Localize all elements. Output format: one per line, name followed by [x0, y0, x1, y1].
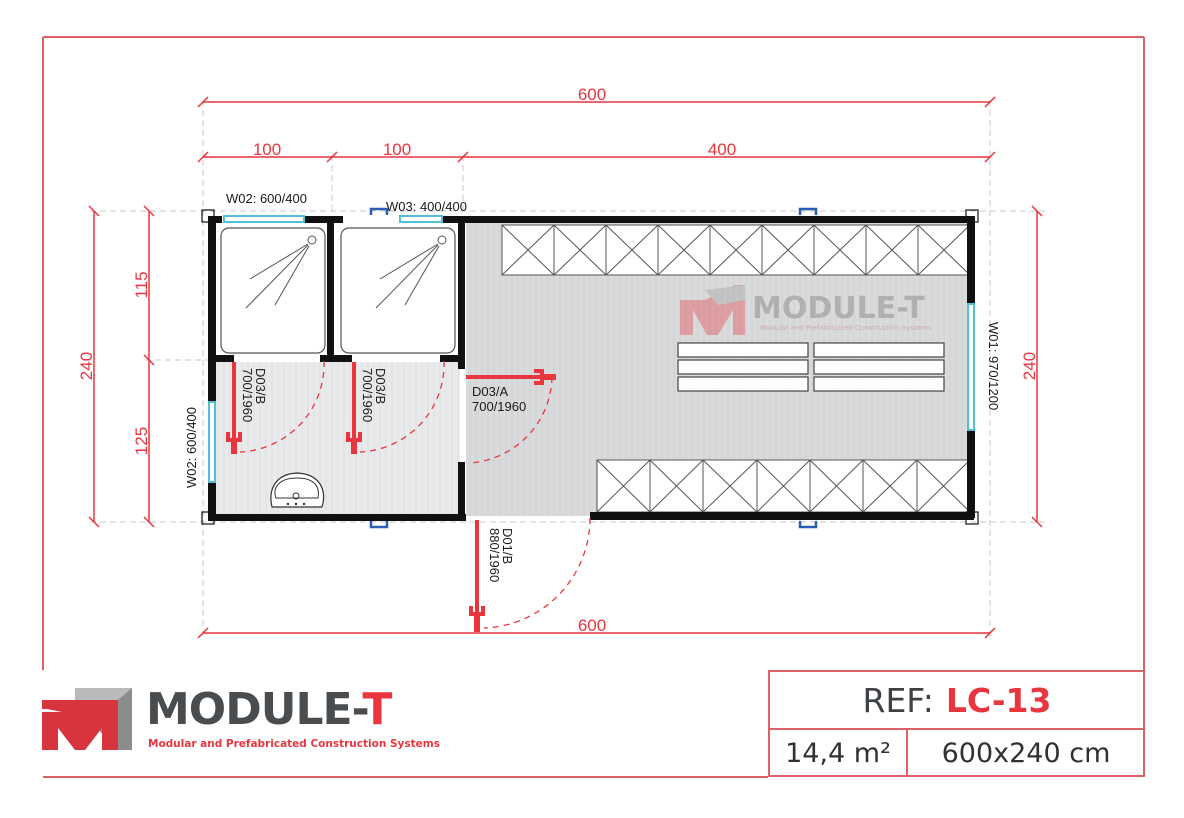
extension-lines [90, 100, 1045, 640]
corner-posts [201, 209, 979, 525]
lockers-top [501, 224, 971, 276]
dim-left-seg-2: 125 [132, 427, 151, 455]
dim-top-seg-2: 100 [383, 140, 411, 159]
washbasin-icon [270, 472, 325, 508]
dim-left-total: 240 [77, 352, 96, 380]
door-label-d01b: D01/B 880/1960 [487, 528, 515, 582]
door-swings [239, 360, 591, 629]
dim-top-total: 600 [578, 85, 606, 104]
watermark-logo: MODULE-T Modular and Prefabricated Const… [680, 285, 932, 335]
shower-1 [220, 227, 326, 354]
dim-bottom-total: 600 [578, 616, 606, 635]
svg-text:D03/B: D03/B [373, 368, 388, 404]
label-w03-top: W03: 400/400 [386, 199, 467, 214]
ref-code: LC-13 [945, 680, 1052, 720]
svg-text:D03/B: D03/B [253, 368, 268, 404]
svg-text:D03/A: D03/A [472, 384, 508, 399]
dim-left-seg-1: 115 [132, 271, 151, 298]
label-w02-top: W02: 600/400 [226, 191, 307, 206]
svg-text:700/1960: 700/1960 [472, 399, 526, 414]
brand-logo-mark [42, 688, 132, 750]
windows [208, 215, 975, 483]
lockers-bottom [596, 459, 971, 513]
door-label-d03b-1: D03/B 700/1960 [240, 368, 268, 422]
svg-text:700/1960: 700/1960 [360, 368, 375, 422]
brand-tagline: Modular and Prefabricated Construction S… [148, 738, 440, 750]
utility-connectors [369, 207, 818, 529]
svg-text:D01/B: D01/B [500, 528, 515, 564]
dim-top-seg-3: 400 [708, 140, 736, 159]
shower-2 [340, 227, 456, 354]
info-row: 14,4 m² 600x240 cm [770, 730, 1144, 777]
door-arrows [226, 362, 556, 632]
svg-text:700/1960: 700/1960 [240, 368, 255, 422]
ref-row: REF: LC-13 [770, 672, 1144, 730]
walls [208, 216, 975, 521]
washroom-floor [214, 362, 460, 516]
label-w02-left: W02: 600/400 [184, 407, 199, 488]
door-label-d03b-2: D03/B 700/1960 [360, 368, 388, 422]
label-w01-right: W01: 970/1200 [986, 322, 1001, 410]
svg-text:Modular and Prefabricated Cons: Modular and Prefabricated Construction S… [760, 324, 932, 332]
dimension-lines [88, 96, 1043, 639]
benches [677, 342, 945, 392]
window-w02-top [223, 215, 305, 223]
window-w03-top [399, 215, 443, 223]
dim-top-seg-1: 100 [253, 140, 281, 159]
dimensions-value: 600x240 cm [941, 738, 1111, 769]
area-value: 14,4 m² [770, 730, 908, 777]
dim-right-total: 240 [1020, 352, 1039, 380]
svg-text:880/1960: 880/1960 [487, 528, 502, 582]
door-label-d03a: D03/A 700/1960 [472, 384, 526, 414]
ref-label: REF: [862, 680, 934, 720]
window-w02-left [208, 401, 216, 483]
sheet-frame [42, 36, 1145, 778]
window-w01-right [967, 303, 975, 431]
svg-text:MODULE-T: MODULE-T [752, 291, 925, 326]
title-block: REF: LC-13 14,4 m² 600x240 cm [768, 670, 1144, 777]
brand-name: MODULE-T [146, 684, 392, 735]
